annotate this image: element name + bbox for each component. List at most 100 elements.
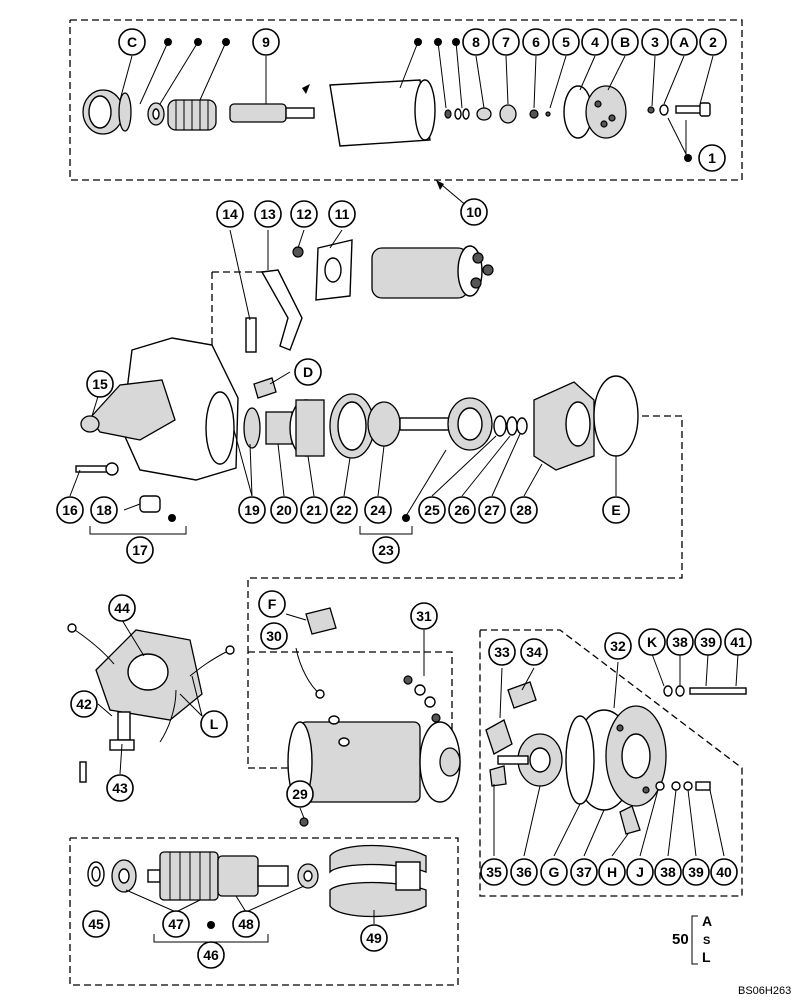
callout-L: L: [200, 710, 228, 738]
svg-text:1: 1: [708, 150, 716, 166]
svg-text:28: 28: [516, 502, 532, 518]
callout-J: J: [626, 858, 654, 886]
callout-32: 32: [604, 632, 632, 660]
svg-text:33: 33: [494, 644, 510, 660]
callout-42: 42: [70, 690, 98, 718]
svg-text:30: 30: [266, 628, 282, 644]
callout-5: 5: [552, 28, 580, 56]
washer-top: [147, 102, 165, 126]
svg-text:25: 25: [424, 502, 440, 518]
svg-text:15: 15: [92, 376, 108, 392]
callout-31: 31: [410, 602, 438, 630]
svg-text:H: H: [607, 864, 617, 880]
callout-E: E: [602, 496, 630, 524]
callout-38-bottom: 38: [654, 858, 682, 886]
callout-4: 4: [581, 28, 609, 56]
armature-bearings: [111, 859, 319, 893]
spring-top: [167, 99, 217, 131]
svg-text:L: L: [210, 716, 219, 732]
svg-text:26: 26: [454, 502, 470, 518]
brush-holder-assembly-top: [82, 89, 132, 135]
svg-text:6: 6: [532, 34, 540, 50]
svg-text:45: 45: [88, 916, 104, 932]
callout-28: 28: [510, 496, 538, 524]
plunger-top: [229, 103, 315, 123]
drive-end-housing: [89, 337, 239, 481]
svg-text:9: 9: [262, 34, 270, 50]
svg-text:29: 29: [292, 786, 308, 802]
svg-text:20: 20: [276, 502, 292, 518]
callout-41: 41: [724, 628, 752, 656]
callout-49: 49: [360, 924, 388, 952]
svg-text:21: 21: [306, 502, 322, 518]
group-frame-end-cover: [479, 629, 743, 897]
callout-40: 40: [710, 858, 738, 886]
group-frame-top: [69, 19, 743, 181]
callout-19: 19: [238, 496, 266, 524]
terminal-hardware: [299, 675, 441, 827]
callout-8: 8: [462, 28, 490, 56]
svg-text:11: 11: [335, 206, 350, 222]
svg-text:37: 37: [576, 864, 592, 880]
svg-text:39: 39: [688, 864, 704, 880]
callout-18: 18: [90, 496, 118, 524]
armature: [147, 851, 289, 901]
callout-43: 43: [106, 774, 134, 802]
svg-text:36: 36: [516, 864, 532, 880]
callout-27: 27: [478, 496, 506, 524]
svg-text:18: 18: [96, 502, 112, 518]
callout-22: 22: [330, 496, 358, 524]
field-coil-windings: [329, 844, 427, 918]
svg-text:2: 2: [709, 34, 717, 50]
svg-text:B: B: [620, 34, 630, 50]
svg-text:34: 34: [526, 644, 542, 660]
callout-26: 26: [448, 496, 476, 524]
end-cap-top: [563, 85, 627, 139]
arrow-markers: [302, 84, 444, 190]
callout-labels: C 9 8 7 6 5 4 B 3 A 2 1 10 14 13 12 11 D…: [56, 28, 752, 969]
end-cover-bolts: [655, 685, 747, 791]
serial-number: 50: [672, 931, 689, 948]
callout-14: 14: [216, 200, 244, 228]
callout-13: 13: [254, 200, 282, 228]
brush-holder-plate: [79, 629, 203, 783]
callout-15: 15: [86, 370, 114, 398]
svg-text:J: J: [636, 864, 644, 880]
svg-text:17: 17: [132, 542, 148, 558]
callout-21: 21: [300, 496, 328, 524]
svg-text:39: 39: [700, 634, 716, 650]
field-frame: [287, 721, 461, 803]
bolt-top: [647, 102, 711, 117]
callout-A: A: [670, 28, 698, 56]
serial-range-bottom: L: [702, 949, 711, 965]
svg-text:41: 41: [730, 634, 746, 650]
callout-24: 24: [364, 496, 392, 524]
brush-leads: [67, 623, 235, 743]
svg-text:13: 13: [260, 206, 276, 222]
reference-code: BS06H263: [738, 985, 791, 997]
svg-text:24: 24: [370, 502, 386, 518]
svg-text:38: 38: [660, 864, 676, 880]
callout-39-top: 39: [694, 628, 722, 656]
svg-text:G: G: [549, 864, 560, 880]
svg-text:43: 43: [112, 780, 128, 796]
svg-text:10: 10: [466, 204, 482, 220]
svg-text:22: 22: [336, 502, 352, 518]
callout-29: 29: [286, 780, 314, 808]
callout-1: 1: [698, 144, 726, 172]
svg-text:F: F: [268, 596, 277, 612]
svg-text:46: 46: [203, 947, 219, 963]
svg-text:K: K: [647, 634, 657, 650]
leader-lines: [69, 41, 739, 943]
callout-11: 11: [328, 200, 356, 228]
callout-12: 12: [290, 200, 318, 228]
callout-34: 34: [520, 638, 548, 666]
svg-text:47: 47: [168, 916, 184, 932]
callout-10: 10: [460, 198, 488, 226]
callout-6: 6: [522, 28, 550, 56]
callout-25: 25: [418, 496, 446, 524]
callout-36: 36: [510, 858, 538, 886]
callout-C: C: [118, 28, 146, 56]
shift-lever: [245, 246, 304, 353]
